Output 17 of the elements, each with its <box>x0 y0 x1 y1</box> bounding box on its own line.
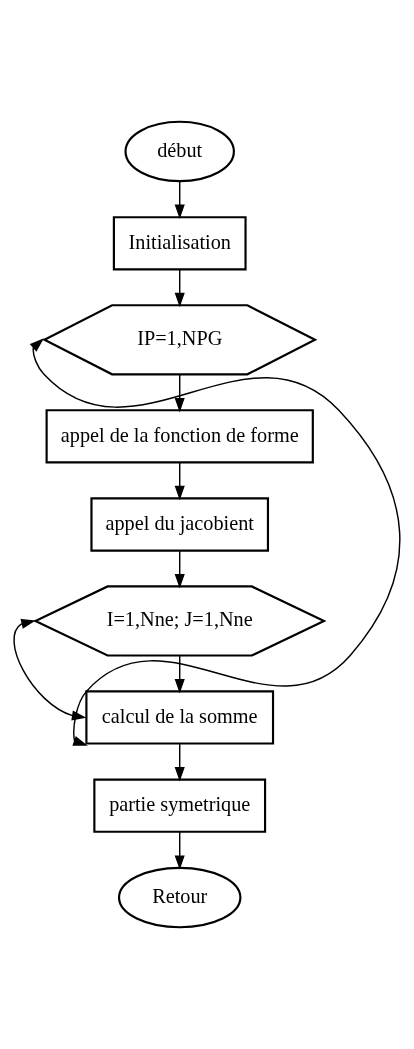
arrow <box>174 461 185 501</box>
node-box: partie symetrique <box>93 778 267 833</box>
arrow <box>29 338 401 746</box>
node-ellipse: Retour <box>117 866 242 929</box>
arrow <box>174 550 185 589</box>
arrow <box>174 654 185 694</box>
node-box: appel du jacobient <box>90 497 270 552</box>
arrow <box>174 269 185 308</box>
node-box: appel de la fonction de forme <box>45 409 314 464</box>
arrow <box>174 831 185 870</box>
arrow <box>174 742 185 782</box>
node-box: calcul de la somme <box>85 690 275 745</box>
arrow <box>174 180 185 220</box>
node-box: Initialisation <box>112 216 247 271</box>
arrow <box>174 373 185 413</box>
arrow <box>13 618 87 721</box>
node-ellipse: début <box>124 120 235 183</box>
